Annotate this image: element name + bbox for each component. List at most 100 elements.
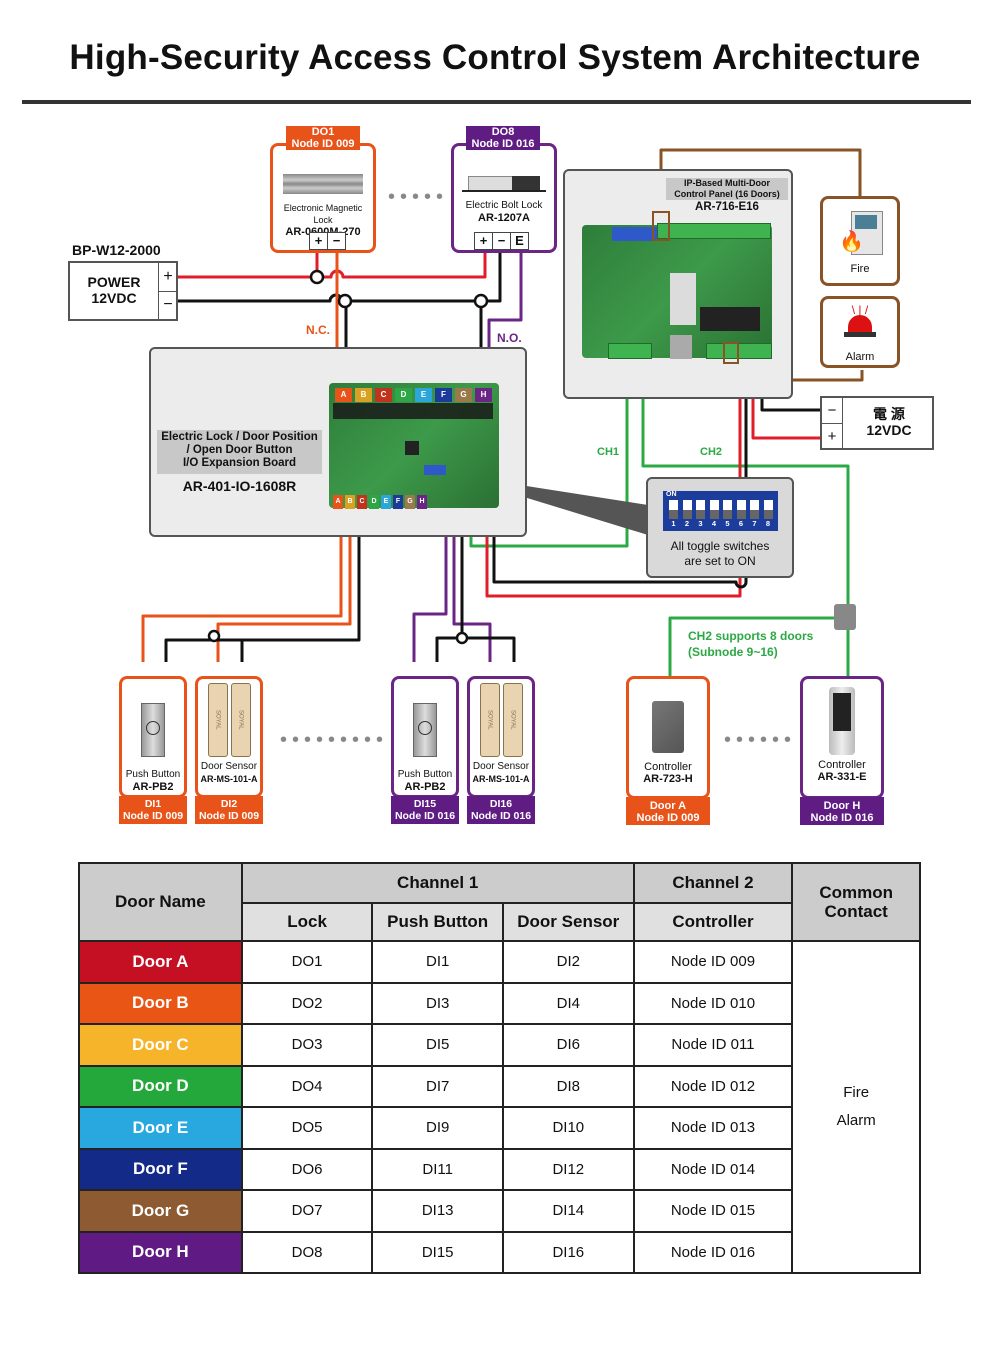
push-button-cell: DI7 — [371, 1064, 504, 1108]
lock-model: AR-1207A — [478, 212, 530, 224]
tag-line1: DI15 — [413, 798, 437, 810]
lock-cell: DO4 — [240, 1064, 374, 1108]
input-name: Door Sensor — [472, 761, 530, 772]
title-divider — [22, 100, 971, 104]
terminal-plus: + — [475, 233, 493, 249]
door-name-cell: Door C — [78, 1023, 243, 1067]
card-reader-icon — [652, 701, 684, 753]
controller-model: AR-331-E — [817, 771, 867, 783]
terminal-block-top — [657, 223, 771, 239]
input-label-d: D — [369, 495, 379, 509]
lock-name: Electronic Magnetic Lock — [283, 203, 363, 225]
io-dip-switch — [424, 465, 446, 475]
wire-common-left — [164, 512, 361, 662]
bolt-lock-icon — [462, 176, 546, 192]
tag-line1: DI1 — [144, 798, 162, 810]
dip-switch-number: 2 — [684, 519, 690, 528]
wire-di1 — [141, 512, 343, 662]
tag-line2: Node ID 016 — [471, 138, 535, 150]
dip-switch-6 — [736, 500, 746, 519]
relay-label-a: A — [335, 388, 352, 402]
wire-io-power-red — [485, 356, 742, 598]
input-model: AR-PB2 — [404, 781, 446, 793]
ellipsis-dots: •••••• — [724, 729, 797, 751]
io-board-description: Electric Lock / Door Position / Open Doo… — [157, 430, 322, 474]
dip-note-line1: All toggle switches — [670, 539, 770, 553]
input-name: Door Sensor — [200, 761, 258, 772]
tag-line1: Door H — [823, 800, 861, 812]
network-module — [670, 273, 696, 325]
push-button-cell: DI15 — [371, 1230, 504, 1274]
header-channel1: Channel 1 — [240, 862, 635, 904]
dip-switch-4 — [709, 500, 719, 519]
terminal-e: E — [515, 233, 524, 248]
input-model: AR-MS-101-A — [200, 774, 258, 784]
panel-desc-line1: IP-Based Multi-Door — [683, 178, 770, 188]
dip-switch-number: 3 — [698, 519, 703, 528]
push-button-cell: DI5 — [371, 1023, 504, 1067]
panel-power-box: − + 電 源 12VDC — [820, 396, 934, 450]
ch2-note-line1: CH2 supports 8 doors — [688, 629, 814, 643]
relay-label-c: C — [375, 388, 392, 402]
dip-switch-5 — [723, 500, 732, 519]
ch2-splitter — [834, 604, 856, 630]
control-panel-model: AR-716-E16 — [695, 201, 759, 213]
control-panel-board-image — [582, 223, 772, 359]
tag-line2: Node ID 009 — [122, 810, 184, 822]
terminal-minus: − — [332, 233, 341, 248]
controller-cell: Node ID 014 — [632, 1147, 794, 1191]
dip-switch-2 — [682, 500, 692, 519]
header-lock: Lock — [240, 902, 374, 942]
ch2-label: CH2 — [700, 446, 723, 458]
input-label-f: F — [393, 495, 403, 509]
lock-do1-terminals: + − — [309, 232, 346, 250]
dip-switch-number: 1 — [671, 519, 676, 528]
tag-line2: Node ID 009 — [198, 810, 260, 822]
lock-do8-terminals: + − E — [474, 232, 529, 250]
input-label-b: B — [345, 495, 355, 509]
header-common-contact: Common Contact — [791, 862, 921, 942]
ch1-label: CH1 — [597, 446, 620, 458]
tag-line2: Node ID 009 — [291, 138, 355, 150]
alarm-contact-card: \ | / Alarm — [820, 296, 900, 368]
tag-line2: Node ID 016 — [470, 810, 532, 822]
tag-line2: Node ID 009 — [636, 812, 700, 824]
power-supply-model: BP-W12-2000 — [72, 242, 161, 258]
door-name-cell: Door E — [78, 1106, 243, 1150]
controller-cell: Node ID 015 — [632, 1189, 794, 1233]
ch2-note-line2: (Subnode 9~16) — [688, 645, 778, 659]
controller-cell: Node ID 013 — [632, 1106, 794, 1150]
input-name: Push Button — [397, 769, 453, 780]
controller-name: Controller — [644, 761, 692, 773]
relay-label-e: E — [415, 388, 432, 402]
door-sensor-cell: DI10 — [501, 1106, 635, 1150]
terminal-plus: + — [310, 233, 328, 249]
input-label-a: A — [333, 495, 343, 509]
relay-bank — [333, 403, 493, 419]
door-name-cell: Door D — [78, 1064, 243, 1108]
alarm-terminal-highlight — [723, 342, 739, 364]
header-door-name: Door Name — [78, 862, 243, 942]
lock-do1-tag: DO1 Node ID 009 — [286, 126, 360, 150]
panel-desc-line2: Control Panel (16 Doors) — [674, 189, 780, 199]
tag-line1: DI16 — [489, 798, 513, 810]
door-sensor-cell: DI8 — [501, 1064, 635, 1108]
power-label: POWER — [87, 274, 141, 290]
sensor-brand: SOYAL — [479, 683, 500, 757]
lock-cell: DO8 — [240, 1230, 374, 1274]
dip-switch-7 — [750, 500, 759, 519]
dip-switch-8 — [763, 500, 773, 519]
tag-line2: Node ID 016 — [810, 812, 874, 824]
panel-power-minus: − — [822, 398, 843, 424]
no-label: N.O. — [497, 331, 522, 345]
door-name-cell: Door A — [78, 940, 243, 984]
tag-line1: DO8 — [491, 126, 515, 138]
common-fire: Fire — [843, 1084, 870, 1101]
